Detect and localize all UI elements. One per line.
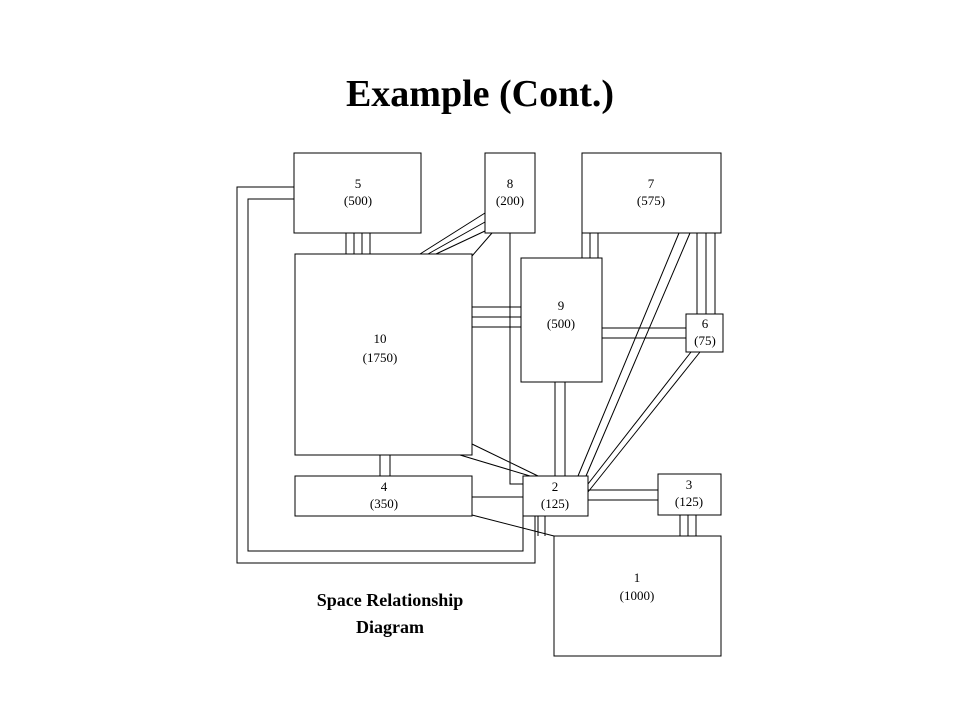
diagram-caption-line-2: Diagram	[356, 617, 424, 637]
space-4: 4 (350)	[294, 475, 473, 517]
space-7: 7 (575)	[581, 152, 722, 234]
space-1-area: (1000)	[620, 588, 655, 603]
space-9: 9 (500)	[520, 257, 603, 383]
space-3-number: 3	[686, 477, 693, 492]
space-10-number: 10	[374, 331, 387, 346]
space-6-area: (75)	[694, 333, 716, 348]
space-1: 1 (1000)	[553, 535, 722, 657]
space-2: 2 (125)	[522, 475, 589, 517]
diagram-caption-line-1: Space Relationship	[317, 590, 464, 610]
space-8-area: (200)	[496, 193, 524, 208]
space-3-area: (125)	[675, 494, 703, 509]
space-4-number: 4	[381, 479, 388, 494]
space-2-area: (125)	[541, 496, 569, 511]
space-5: 5 (500)	[293, 152, 422, 234]
space-3: 3 (125)	[657, 473, 722, 516]
space-10-area: (1750)	[363, 350, 398, 365]
page-title: Example (Cont.)	[345, 73, 615, 115]
space-6: 6 (75)	[685, 313, 724, 353]
space-2-number: 2	[552, 479, 559, 494]
space-4-area: (350)	[370, 496, 398, 511]
space-5-number: 5	[355, 176, 362, 191]
relationship-lines	[236, 186, 716, 564]
space-7-number: 7	[648, 176, 655, 191]
space-5-area: (500)	[344, 193, 372, 208]
space-10: 10 (1750)	[294, 253, 473, 456]
space-6-number: 6	[702, 316, 709, 331]
space-9-area: (500)	[547, 316, 575, 331]
space-8: 8 (200)	[484, 152, 536, 234]
space-7-area: (575)	[637, 193, 665, 208]
space-1-number: 1	[634, 570, 641, 585]
space-9-number: 9	[558, 298, 565, 313]
space-8-number: 8	[507, 176, 514, 191]
